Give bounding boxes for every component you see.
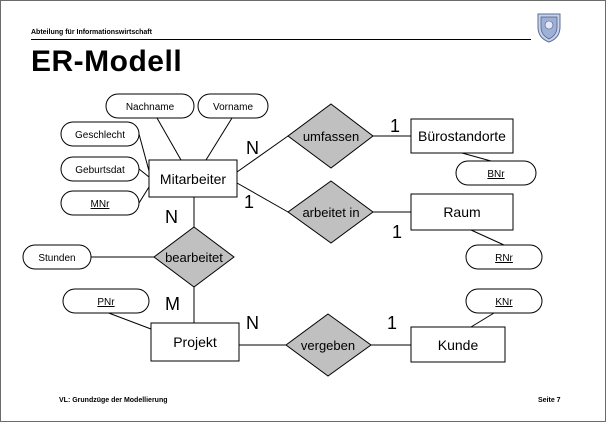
connector-lines — [91, 117, 505, 346]
cardinality-bearbeitet-projekt: M — [165, 294, 180, 314]
relationship-umfassen: umfassen — [287, 103, 374, 169]
attribute-geburtsdat: Geburtsdat — [60, 156, 140, 182]
attribute-rnr-label: RNr — [495, 253, 513, 264]
attribute-mnr-label: MNr — [91, 199, 111, 210]
header-rule — [31, 39, 531, 40]
relationship-arbeitet-in-label: arbeitet in — [302, 205, 359, 220]
attribute-rnr: RNr — [465, 244, 543, 270]
entity-raum: Raum — [410, 193, 514, 231]
attribute-geschlecht-label: Geschlecht — [75, 130, 125, 141]
attribute-mnr: MNr — [60, 190, 140, 216]
attribute-bnr: BNr — [455, 160, 537, 186]
relationship-vergeben: vergeben — [285, 313, 372, 377]
relationship-umfassen-label: umfassen — [303, 129, 359, 144]
entity-buerostandorte-label: Bürostandorte — [418, 128, 506, 144]
attribute-knr-label: KNr — [495, 297, 513, 308]
attribute-nachname-label: Nachname — [126, 102, 175, 113]
cardinality-mitarbeiter-umfassen: N — [246, 138, 259, 158]
cardinality-projekt-vergeben: N — [246, 313, 259, 333]
relationship-bearbeitet-label: bearbeitet — [165, 250, 223, 265]
attribute-bnr-label: BNr — [487, 169, 505, 180]
cardinality-mitarbeiter-bearbeitet: N — [165, 207, 178, 227]
relationship-bearbeitet: bearbeitet — [153, 226, 235, 288]
cardinality-mitarbeiter-arbeitet-in: 1 — [244, 192, 254, 212]
cardinality-vergeben-kunde: 1 — [387, 313, 397, 333]
attribute-knr: KNr — [465, 288, 543, 314]
page-title: ER-Modell — [31, 45, 183, 78]
attribute-vorname: Vorname — [197, 93, 269, 119]
entity-raum-label: Raum — [443, 204, 480, 220]
entity-buerostandorte: Bürostandorte — [410, 118, 514, 154]
cardinality-umfassen-buerostandorte: 1 — [390, 116, 400, 136]
entity-mitarbeiter-label: Mitarbeiter — [160, 171, 226, 187]
entity-mitarbeiter: Mitarbeiter — [148, 159, 238, 198]
footer-page-number: Seite 7 — [538, 397, 561, 404]
university-seal-icon — [537, 13, 561, 43]
cardinality-arbeitet-in-raum: 1 — [392, 222, 402, 242]
relationship-arbeitet-in: arbeitet in — [287, 180, 374, 244]
attribute-pnr: PNr — [62, 288, 150, 314]
department-header: Abteilung für Informationswirtschaft — [31, 29, 152, 36]
entity-kunde-label: Kunde — [438, 337, 479, 353]
attribute-stunden: Stunden — [22, 244, 92, 270]
footer-course: VL: Grundzüge der Modellierung — [59, 397, 168, 404]
entity-kunde: Kunde — [410, 326, 506, 363]
entity-projekt: Projekt — [150, 322, 240, 362]
attribute-pnr-label: PNr — [97, 297, 115, 308]
attribute-vorname-label: Vorname — [213, 102, 253, 113]
relationship-vergeben-label: vergeben — [301, 338, 355, 353]
attribute-geschlecht: Geschlecht — [60, 121, 140, 147]
attribute-nachname: Nachname — [105, 93, 195, 119]
entity-projekt-label: Projekt — [173, 334, 217, 350]
attribute-stunden-label: Stunden — [38, 253, 75, 264]
attribute-geburtsdat-label: Geburtsdat — [75, 165, 125, 176]
